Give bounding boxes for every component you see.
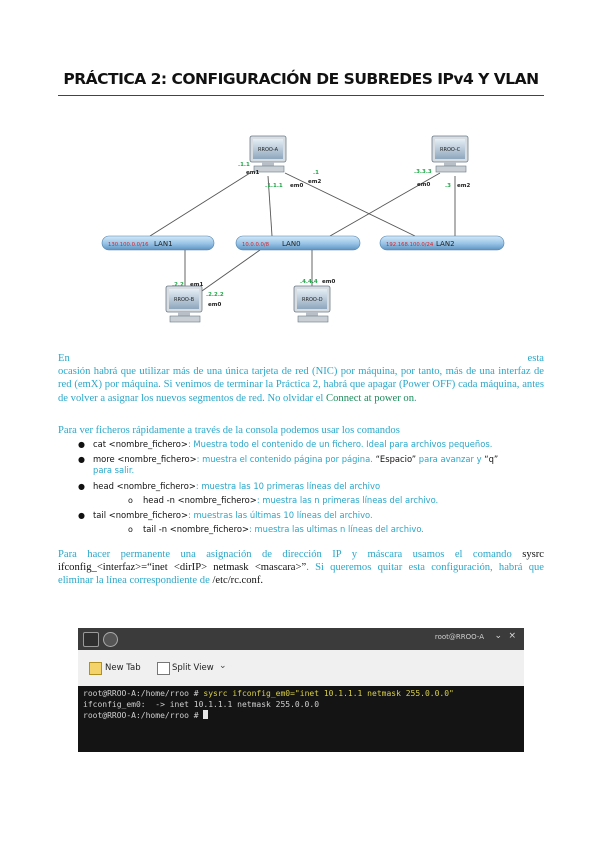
terminal-app-icon (83, 632, 99, 647)
list-item: ●cat <nombre_fichero>: Muestra todo el c… (78, 439, 493, 449)
lan0-bar: 10.0.0.0/8 LAN0 (235, 235, 361, 251)
router-b-name: RROO-B (174, 297, 195, 303)
lan1-name: LAN1 (154, 240, 173, 248)
router-c-name: RROO-C (440, 147, 461, 153)
sysrc-command: sysrc ifconfig_<interfaz>=“inet <dirIP> … (58, 549, 545, 574)
d-if0-label: em0 (322, 279, 335, 285)
lan2-subnet: 192.168.100.0/24 (386, 242, 434, 248)
new-tab-icon (89, 662, 102, 675)
link-b-lan0 (191, 249, 261, 299)
lan2-bar: 192.168.100.0/24 LAN2 (379, 235, 505, 251)
terminal-toolbar: New Tab Split View ⌄ (78, 650, 524, 686)
command-key: “Espacio” (375, 454, 417, 465)
close-icon[interactable]: × (508, 631, 516, 641)
computer-icon: RROO-D (293, 285, 331, 323)
b-ip1-label: .2.2 (172, 282, 184, 288)
split-view-icon (157, 662, 170, 675)
terminal-titlebar: root@RROO-A ⌄ × (78, 628, 524, 650)
intro-tail: . (414, 392, 417, 404)
command-name: head <nombre_fichero> (93, 480, 196, 491)
terminal-body[interactable]: root@RROO-A:/home/rroo # sysrc ifconfig_… (78, 686, 524, 752)
terminal-output: ifconfig_em0: -> inet 10.1.1.1 netmask 2… (83, 700, 320, 709)
a-if2-label: em2 (308, 179, 321, 185)
sysrc-text-b: . Si queremos quitar esta configuración,… (58, 562, 544, 587)
command-desc: : Muestra todo el contenido de un ficher… (187, 439, 493, 449)
terminal-window: root@RROO-A ⌄ × New Tab Split View ⌄ roo… (78, 628, 524, 752)
computer-icon: RROO-A (249, 135, 287, 173)
list-item: ●tail <nombre_fichero>: muestras las últ… (78, 510, 373, 521)
sysrc-end: . (260, 575, 264, 587)
terminal-title: root@RROO-A (434, 633, 484, 641)
d-ip0-label: .4.4.4 (300, 279, 318, 285)
split-view-button[interactable]: Split View (172, 663, 214, 673)
router-a-name: RROO-A (258, 147, 279, 153)
computer-icon: RROO-C (431, 135, 469, 173)
sysrc-paragraph: Para hacer permanente una asignación de … (58, 548, 544, 588)
link-a-lan0 (267, 175, 273, 237)
router-d-name: RROO-D (302, 297, 323, 303)
intro-text: ocasión habrá que utilizar más de una ún… (58, 366, 544, 404)
title-underline (58, 95, 544, 96)
command-desc: para salir. (93, 465, 135, 476)
a-if0-label: em0 (290, 183, 303, 189)
command-desc: : muestra el contenido página por página… (196, 454, 373, 465)
lan0-subnet: 10.0.0.0/8 (242, 242, 270, 248)
list-item: ●more <nombre_fichero>: muestra el conte… (78, 454, 499, 476)
lan0-name: LAN0 (282, 240, 301, 248)
list-item: ●head <nombre_fichero>: muestra las 10 p… (78, 480, 381, 491)
page-title: PRÁCTICA 2: CONFIGURACIÓN DE SUBREDES IP… (63, 70, 539, 88)
a-ip0-label: .1.1.1 (265, 183, 283, 189)
command-name: tail -n <nombre_fichero> (143, 524, 249, 535)
link-a-lan1 (149, 172, 251, 237)
lan1-bar: 130.100.0.0/16 LAN1 (101, 235, 215, 251)
link-c-lan0 (329, 172, 441, 237)
a-ip2-label: .1 (313, 170, 319, 176)
command-key: “q” (484, 454, 499, 465)
rc-conf-path: /etc/rc.conf (212, 575, 261, 587)
pin-icon[interactable] (103, 632, 118, 647)
c-ip0-label: .3.3.3 (414, 169, 432, 175)
b-ip0-label: .2.2.2 (206, 292, 224, 298)
a-if1-label: em1 (246, 170, 259, 176)
command-desc: : muestra las ultimas n líneas del archi… (249, 524, 424, 535)
b-if0-label: em0 (208, 302, 221, 308)
terminal-prompt: root@RROO-A:/home/rroo # (83, 689, 204, 698)
computer-icon: RROO-B (165, 285, 203, 323)
sysrc-text-a: Para hacer permanente una asignación de … (58, 549, 512, 560)
c-if2-label: em2 (457, 183, 470, 189)
command-name: more <nombre_fichero> (93, 454, 197, 465)
command-desc: : muestra las 10 primeras líneas del arc… (195, 480, 381, 491)
c-if0-label: em0 (417, 182, 430, 188)
intro-last-word: esta (527, 353, 544, 364)
network-diagram: 130.100.0.0/16 LAN1 10.0.0.0/8 LAN0 192.… (101, 135, 505, 323)
command-desc: : muestra las n primeras líneas del arch… (256, 494, 439, 505)
link-a-lan2 (284, 172, 416, 237)
terminal-command: sysrc ifconfig_em0="inet 10.1.1.1 netmas… (203, 689, 454, 698)
command-name: head -n <nombre_fichero> (143, 494, 257, 505)
a-ip1-label: .1.1 (238, 162, 250, 168)
commands-intro: Para ver ficheros rápidamente a través d… (58, 425, 400, 436)
command-desc: : muestras las últimas 10 líneas del arc… (188, 510, 373, 521)
b-if1-label: em1 (190, 282, 203, 288)
new-tab-button[interactable]: New Tab (105, 663, 141, 673)
intro-paragraph: En esta ocasión habrá que utilizar más d… (58, 352, 544, 405)
c-ip2-label: .3 (445, 183, 451, 189)
command-desc: para avanzar y (416, 454, 485, 465)
command-name: cat <nombre_fichero> (93, 439, 188, 449)
connect-at-power-on: Connect at power on (326, 392, 414, 404)
intro-first-word: En (58, 353, 70, 364)
terminal-cursor (203, 710, 209, 719)
terminal-prompt: root@RROO-A:/home/rroo # (83, 711, 204, 720)
lan1-subnet: 130.100.0.0/16 (108, 242, 149, 248)
lan2-name: LAN2 (436, 240, 455, 248)
minimize-icon[interactable]: ⌄ (494, 631, 502, 641)
chevron-down-icon[interactable]: ⌄ (219, 661, 227, 671)
commands-list: ●cat <nombre_fichero>: Muestra todo el c… (58, 439, 544, 535)
command-name: tail <nombre_fichero> (93, 510, 188, 521)
